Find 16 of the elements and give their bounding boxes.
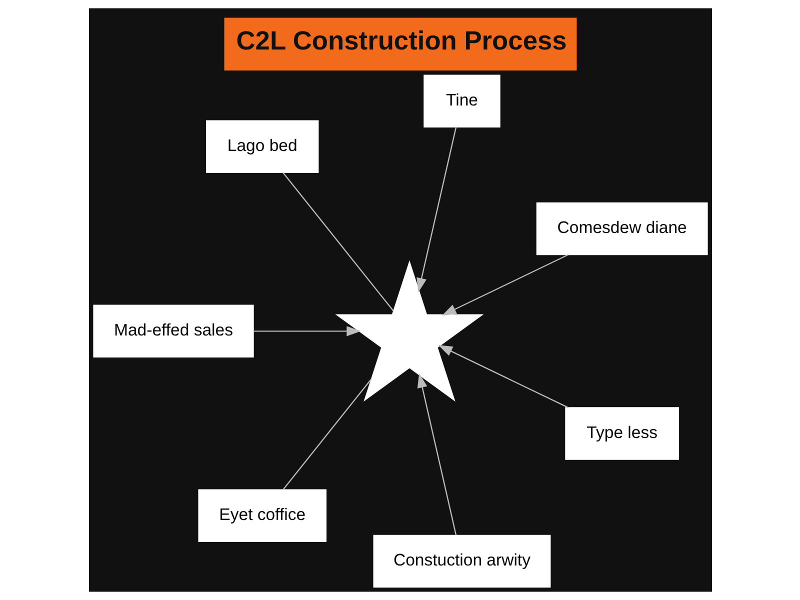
arrow — [438, 344, 568, 408]
connector — [282, 172, 394, 312]
arrow — [252, 326, 361, 336]
node-box: Eyet coffice — [198, 489, 326, 542]
node-star — [334, 260, 484, 402]
node-box: Comesdew diane — [536, 202, 708, 256]
node-box: Constuction arwity — [372, 534, 550, 588]
arrow — [441, 254, 568, 316]
node-box: Mad-effed sales — [92, 304, 254, 358]
connector — [282, 378, 372, 490]
arrow — [416, 126, 456, 292]
diagram-title: C2L Construction Process — [236, 26, 566, 56]
arrow — [416, 373, 456, 536]
node-box: Type less — [564, 407, 679, 460]
node-box: Tine — [423, 74, 500, 128]
node-box: Lago bed — [206, 120, 318, 174]
